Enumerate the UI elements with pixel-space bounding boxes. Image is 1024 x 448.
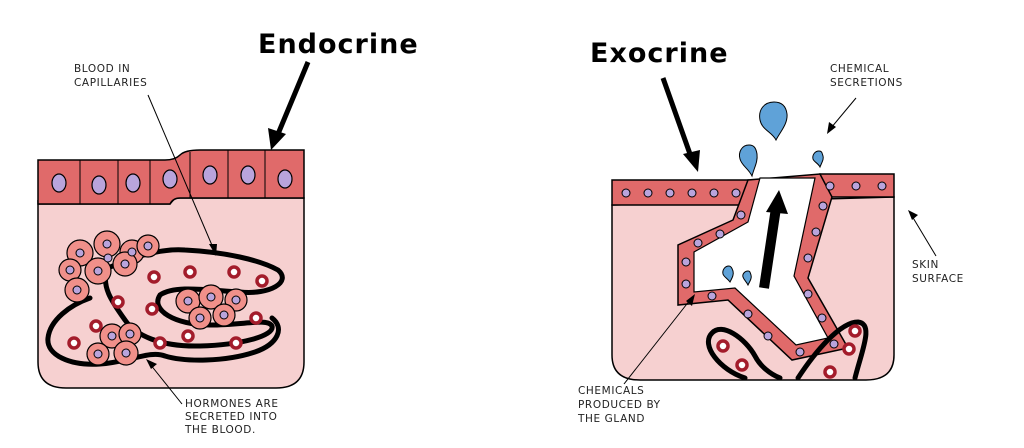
label-hormones-line2: SECRETED INTO xyxy=(185,411,277,423)
exocrine-blood-cells xyxy=(716,324,862,379)
endocrine-title-arrowhead xyxy=(268,128,286,150)
blood-pointer-head xyxy=(209,244,217,256)
label-secretions-line1: CHEMICAL xyxy=(830,63,889,75)
exocrine-title-arrow xyxy=(660,77,693,155)
blood-pointer-line xyxy=(147,94,215,251)
hormones-pointer-line xyxy=(149,363,183,405)
secretions-pointer-head xyxy=(827,122,836,134)
endocrine-blood-cells xyxy=(67,265,269,350)
endocrine-nuclei xyxy=(51,165,293,195)
exocrine-title-arrowhead xyxy=(683,150,700,172)
endocrine-secretory-cluster-2 xyxy=(175,284,248,330)
label-secretions-line2: SECRETIONS xyxy=(830,77,903,89)
endocrine-title-arrow xyxy=(275,61,311,135)
label-skin-line2: SURFACE xyxy=(912,273,964,285)
endocrine-diagram: Endocrine xyxy=(37,29,419,436)
endocrine-cell-walls xyxy=(79,150,266,204)
produced-pointer-head xyxy=(686,294,695,306)
hormones-pointer-head xyxy=(146,359,157,369)
label-produced-line3: THE GLAND xyxy=(577,413,645,425)
endocrine-secretory-cluster-1 xyxy=(58,230,160,303)
label-hormones-line3: THE BLOOD. xyxy=(184,424,256,436)
secretions-pointer-line xyxy=(830,97,857,129)
exocrine-nuclei xyxy=(621,181,887,357)
secretion-direction-arrow xyxy=(759,207,781,289)
exocrine-vessel-left xyxy=(705,326,783,381)
endocrine-title: Endocrine xyxy=(258,29,419,60)
skin-pointer-line xyxy=(911,215,937,257)
exocrine-cell-layer-left xyxy=(611,179,749,206)
skin-pointer-head xyxy=(908,210,918,220)
endocrine-secretory-cluster-3 xyxy=(86,322,142,366)
label-blood-line1: BLOOD IN xyxy=(74,63,130,75)
label-skin-line1: SKIN xyxy=(912,259,939,271)
exocrine-vessel-right xyxy=(795,319,869,381)
produced-pointer-line xyxy=(623,299,691,385)
label-hormones-line1: HORMONES ARE xyxy=(185,398,279,410)
secretion-direction-arrowhead xyxy=(766,190,788,214)
label-produced-line2: PRODUCED BY xyxy=(578,399,661,411)
capillary-loop-lower xyxy=(45,295,281,367)
label-blood-line2: CAPILLARIES xyxy=(74,77,147,89)
secretion-droplets xyxy=(722,101,824,287)
exocrine-diagram: Exocrine xyxy=(577,38,964,425)
exocrine-title: Exocrine xyxy=(590,38,729,69)
label-produced-line1: CHEMICALS xyxy=(578,385,644,397)
